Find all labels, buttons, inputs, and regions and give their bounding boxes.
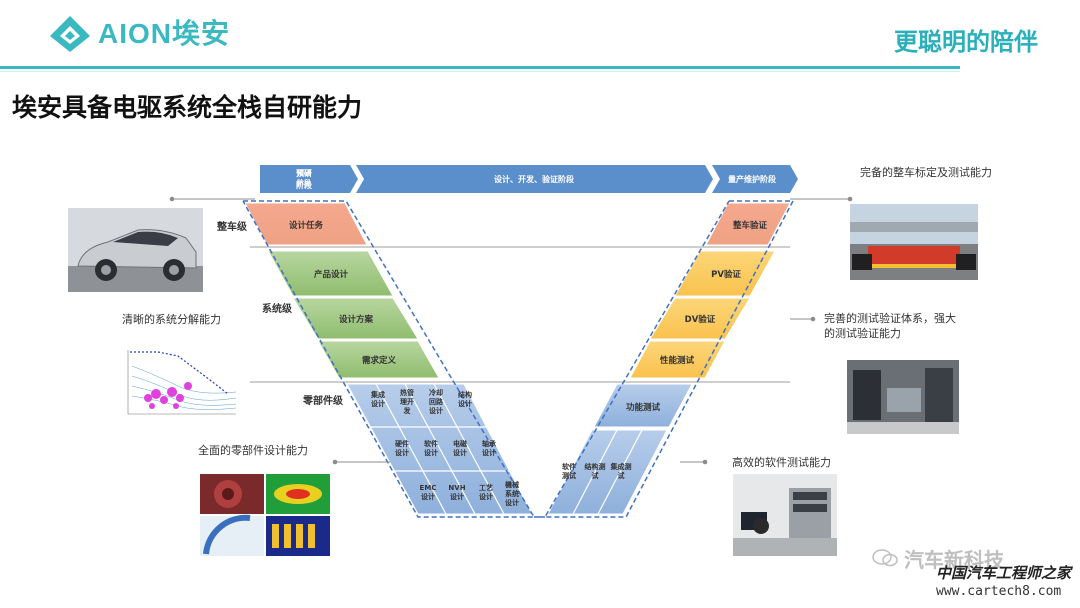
right-vehicle-verify	[705, 202, 791, 246]
phase-label-preresearch: 预研	[296, 168, 312, 178]
slogan: 更聪明的陪伴	[894, 28, 1038, 56]
caption-software: 高效的软件测试能力	[732, 456, 831, 469]
label-perf: 性能测试	[660, 355, 695, 366]
v-dashed-outline	[242, 200, 795, 518]
phase-label-mass: 量产维护阶段	[728, 174, 776, 184]
label-product-design: 产品设计	[314, 269, 349, 280]
level-component: 零部件级	[303, 396, 343, 407]
caption-verify: 完善的测试验证体系，强大 的测试验证能力	[824, 312, 956, 340]
left-design-plan	[292, 297, 419, 340]
watermark-url: www.cartech8.com	[936, 584, 1062, 599]
phase-arrow-dev: 设计、开发、验证阶段	[356, 165, 713, 193]
label-vehicle-verify: 整车验证	[733, 220, 768, 231]
header-divider-thin	[0, 71, 960, 72]
label-design-plan: 设计方案	[339, 314, 374, 325]
label-design-task: 设计任务	[289, 220, 324, 231]
right-func	[593, 383, 693, 428]
system-plot-image	[118, 346, 240, 418]
wechat-icon	[872, 548, 898, 568]
left-product-design	[267, 250, 394, 297]
watermark-site-cn: 中国汽车工程师之家	[936, 564, 1072, 582]
label-pv: PV验证	[711, 269, 741, 280]
level-vehicle: 整车级	[217, 222, 247, 233]
callout-dot	[169, 196, 175, 202]
left-requirement	[317, 340, 440, 379]
svg-text:阶段: 阶段	[296, 180, 312, 190]
aion-logo-icon	[50, 16, 90, 52]
header-divider	[0, 66, 960, 69]
brand-logo-text: AION埃安	[98, 18, 231, 49]
component-design-image	[200, 474, 330, 556]
phase-arrow-preresearch: 预研 阶段	[260, 165, 358, 193]
test-bench-photo	[847, 360, 959, 434]
label-func: 功能测试	[626, 402, 661, 413]
caption-decompose: 清晰的系统分解能力	[122, 313, 221, 326]
watermark-wechat: 汽车新科技	[904, 548, 1004, 572]
right-perf	[629, 340, 726, 379]
callout-lines	[172, 198, 850, 463]
level-system: 系统级	[262, 304, 292, 315]
label-dv: DV验证	[685, 314, 716, 325]
phase-label-dev: 设计、开发、验证阶段	[494, 174, 574, 184]
right-pv	[674, 250, 776, 297]
phase-arrow-mass: 量产维护阶段	[712, 165, 798, 193]
component-grid-lines	[368, 383, 509, 515]
page-title: 埃安具备电驱系统全栈自研能力	[12, 93, 363, 122]
team-photo	[850, 204, 978, 280]
caption-calibration: 完备的整车标定及测试能力	[860, 166, 992, 179]
caption-component: 全面的零部件设计能力	[198, 444, 308, 457]
software-lab-photo	[733, 474, 837, 556]
label-requirement: 需求定义	[362, 355, 397, 366]
car-photo	[68, 208, 203, 292]
